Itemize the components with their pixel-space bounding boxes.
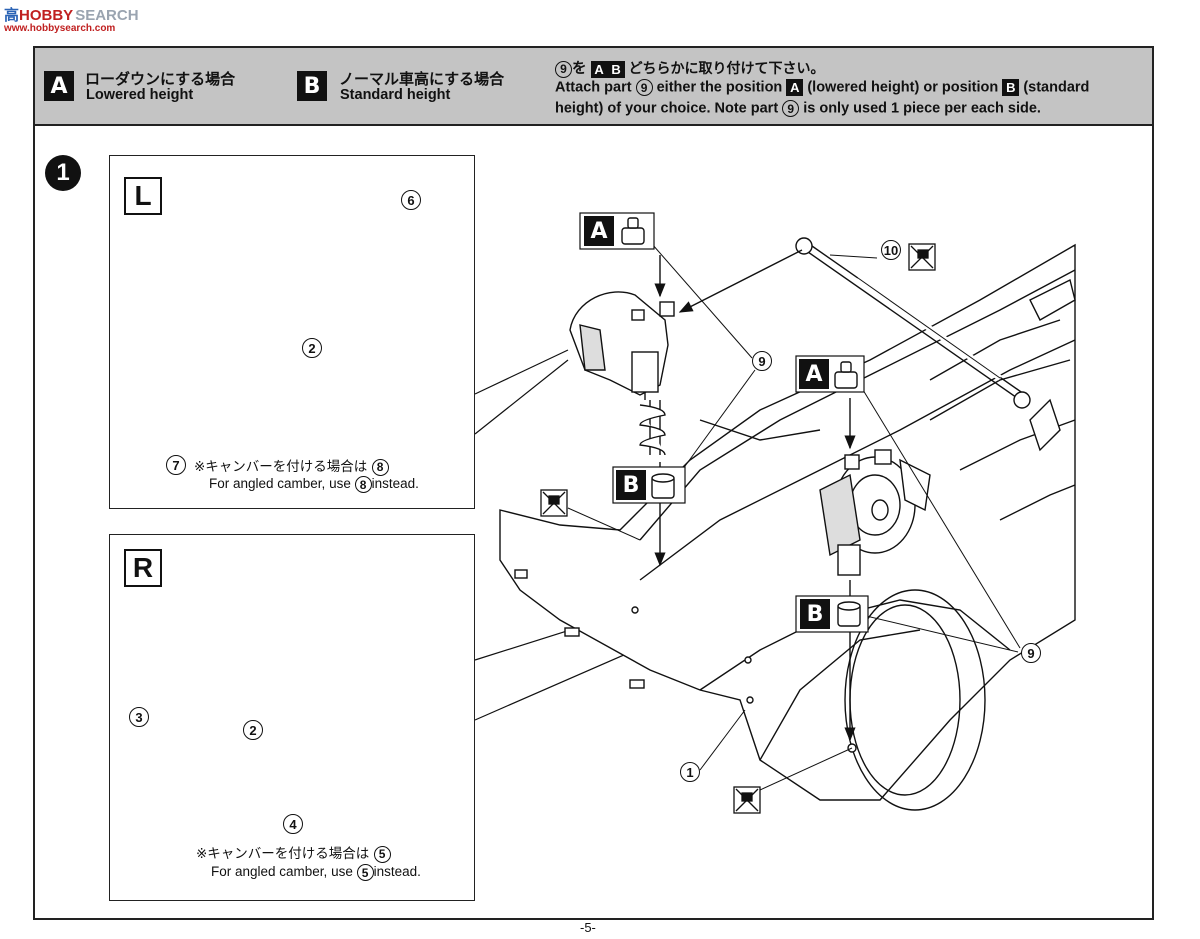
callout-part-2-right: 2	[243, 720, 263, 740]
callout-part-3: 3	[129, 707, 149, 727]
header-note-en-line2: height) of your choice. Note part 9 is o…	[555, 100, 1041, 117]
callout-part-7: 7	[166, 455, 186, 475]
header-b-jp: ノーマル車高にする場合	[339, 70, 505, 88]
callout-part-9-front: 9	[752, 351, 772, 371]
no-glue-icon-bottom	[733, 786, 761, 814]
chassis-body	[499, 243, 1076, 811]
page-number: -5-	[580, 920, 596, 935]
main-hub-front	[569, 291, 675, 456]
callout-part-2-left: 2	[302, 338, 322, 358]
panel-left-camber-note-jp: ※キャンバーを付ける場合は 8	[194, 455, 389, 476]
watermark-logo: 高HOBBY	[4, 7, 74, 24]
header-b-badge: B	[297, 71, 327, 101]
position-a-mini: A	[590, 60, 608, 78]
main-position-a-rear: A	[799, 359, 829, 389]
tie-rod-part-10	[795, 237, 1031, 409]
part-9-callout: 9	[555, 60, 572, 78]
callout-part-9-rear: 9	[1021, 643, 1041, 663]
main-position-a-front: A	[584, 216, 614, 246]
panel-right-detail	[109, 534, 475, 901]
watermark-url: www.hobbysearch.com	[4, 23, 116, 34]
position-b-mini: B	[607, 60, 625, 78]
watermark-search-text: SEARCH	[75, 7, 139, 24]
main-hub-rear	[819, 449, 931, 576]
no-glue-icon-left-chassis	[540, 489, 568, 517]
part-9-leaders	[567, 235, 1021, 791]
step-number: 1	[45, 155, 81, 191]
callout-part-1: 1	[680, 762, 700, 782]
no-glue-icon-tie-rod	[908, 243, 936, 271]
header-a-jp: ローダウンにする場合	[85, 70, 236, 88]
header-b-en: Standard height	[340, 87, 451, 103]
panel-right-camber-note-jp: ※キャンバーを付ける場合は 5	[196, 842, 391, 863]
header-bar	[33, 46, 1154, 126]
panel-right-label: R	[124, 549, 162, 587]
panel-left-detail	[109, 155, 475, 509]
header-a-badge: A	[44, 71, 74, 101]
callout-part-10: 10	[881, 240, 901, 260]
panel-left-label: L	[124, 177, 162, 215]
header-note-en-line1: Attach part 9 either the position A (low…	[555, 79, 1090, 96]
callout-part-6: 6	[401, 190, 421, 210]
header-a-en: Lowered height	[86, 87, 194, 103]
main-position-b-front: B	[616, 470, 646, 500]
callout-part-4: 4	[283, 814, 303, 834]
main-position-b-rear: B	[800, 599, 830, 629]
